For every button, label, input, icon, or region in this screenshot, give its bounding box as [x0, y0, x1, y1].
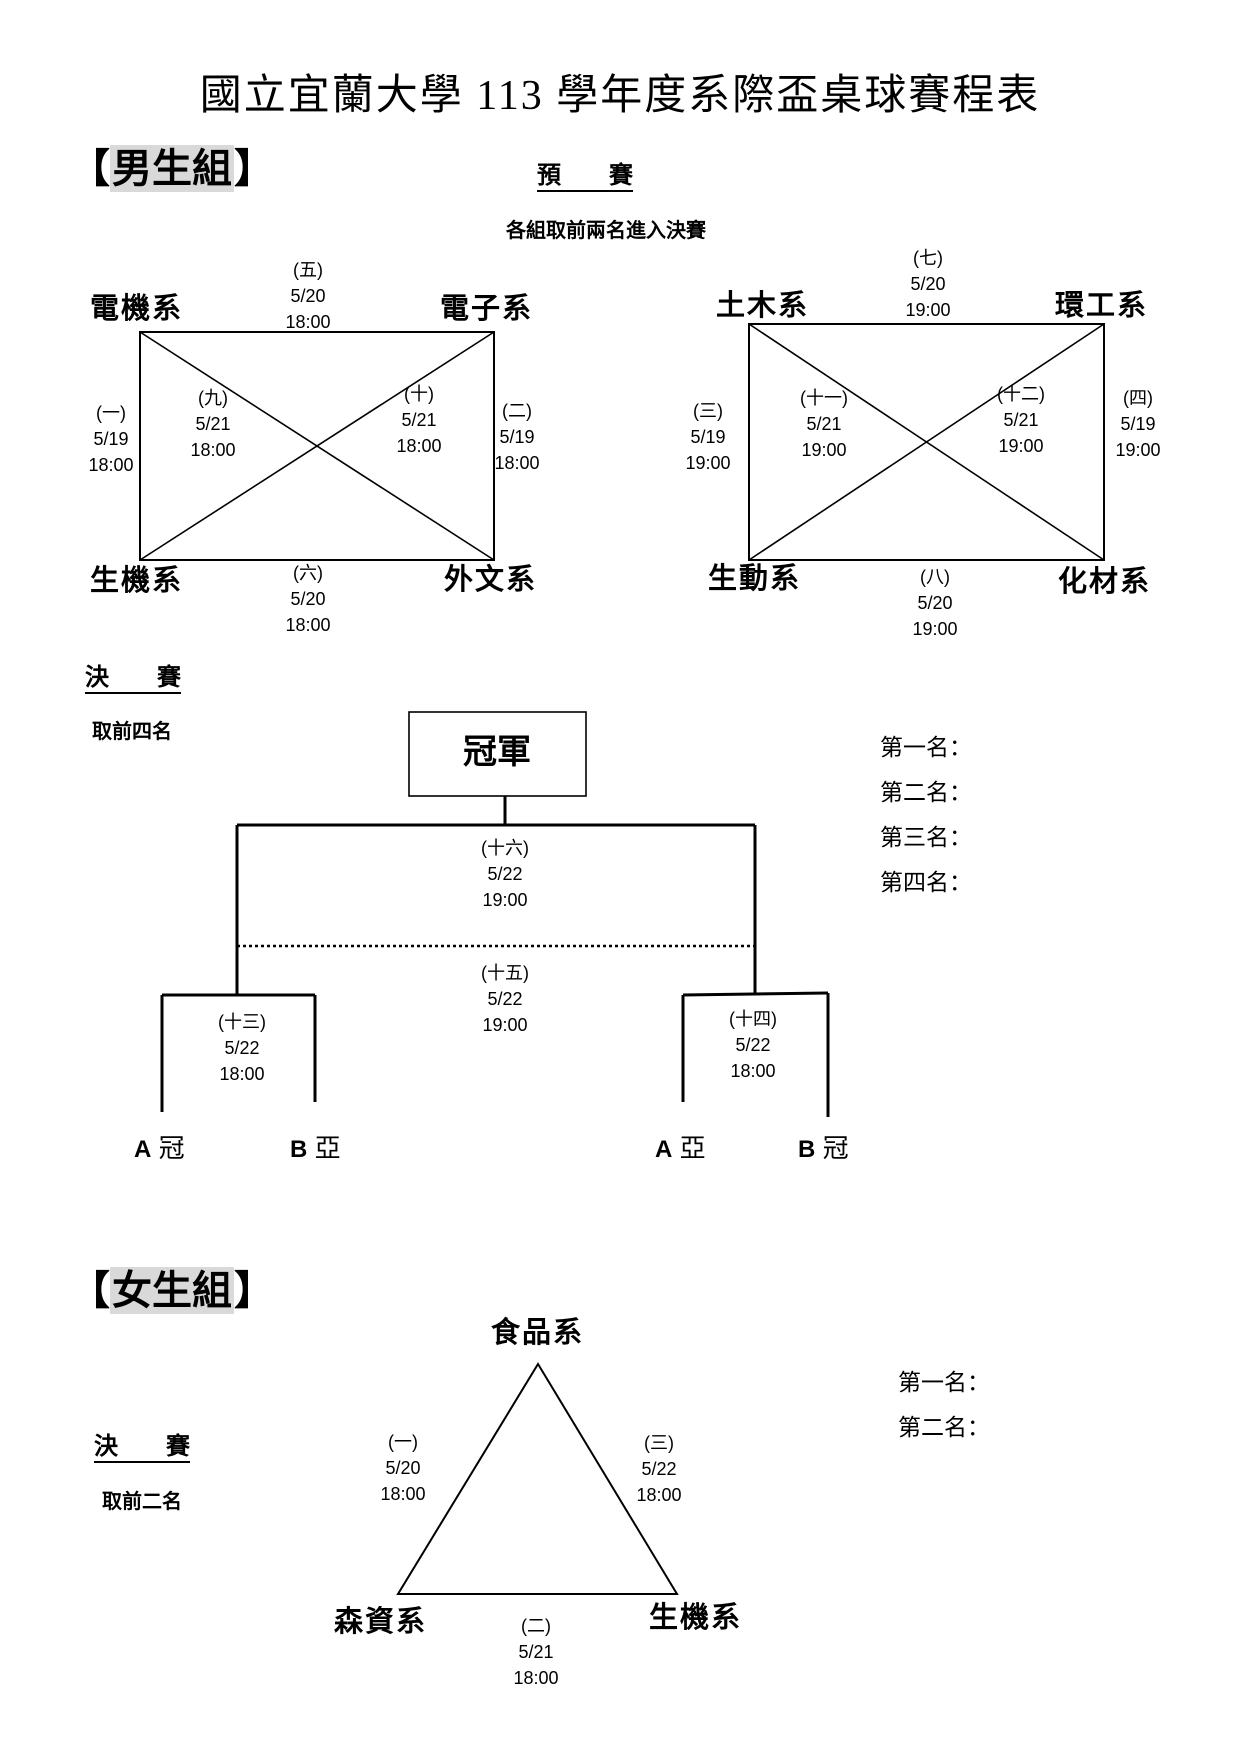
team-label: 生機系 [90, 563, 184, 597]
team-label: 電子系 [440, 291, 534, 325]
team-label: 食品系 [491, 1315, 585, 1349]
men-prelim-label: 預 賽 [537, 161, 633, 192]
page-title: 國立宜蘭大學 113 學年度系際盃桌球賽程表 [199, 73, 1041, 119]
rank-line: 第二名： [898, 1415, 990, 1440]
women-rank-list: 第一名： 第二名： [898, 1360, 990, 1450]
champion-label: 冠軍 [463, 732, 531, 772]
team-label: 生動系 [708, 561, 802, 595]
rank-line: 第四名： [880, 870, 972, 895]
women-triangle [396, 1362, 679, 1595]
rank-line: 第二名： [880, 780, 972, 805]
group-b-diag-2 [748, 323, 1105, 561]
men-final-note: 取前四名 [92, 719, 172, 743]
women-group-heading: 【女生組】 [70, 1267, 274, 1314]
seed-label: A 亞 [655, 1133, 706, 1163]
group-b-box [748, 323, 1105, 561]
team-label: 土木系 [716, 288, 810, 322]
team-label: 森資系 [334, 1604, 428, 1638]
women-group-label: 女生組 [110, 1267, 234, 1314]
champion-box [408, 711, 587, 797]
women-final-note: 取前二名 [102, 1489, 182, 1513]
men-final-label: 決 賽 [85, 663, 181, 694]
seed-label: B 亞 [290, 1133, 341, 1163]
group-a-diag-2 [139, 331, 495, 561]
seed-label: B 冠 [798, 1133, 849, 1163]
team-label: 電機系 [90, 291, 184, 325]
men-group-label: 男生組 [110, 145, 234, 192]
group-a-box [139, 331, 495, 561]
seed-label: A 冠 [134, 1133, 185, 1163]
team-label: 外文系 [444, 562, 538, 596]
team-label: 生機系 [649, 1600, 743, 1634]
team-label: 化材系 [1058, 564, 1152, 598]
rank-line: 第一名： [880, 735, 972, 760]
men-group-heading: 【男生組】 [70, 145, 274, 192]
women-final-label: 決 賽 [94, 1432, 190, 1463]
men-prelim-note: 各組取前兩名進入決賽 [506, 218, 706, 242]
rank-line: 第三名： [880, 825, 972, 850]
rank-line: 第一名： [898, 1370, 990, 1395]
men-rank-list: 第一名： 第二名： 第三名： 第四名： [880, 725, 972, 905]
team-label: 環工系 [1055, 288, 1149, 322]
